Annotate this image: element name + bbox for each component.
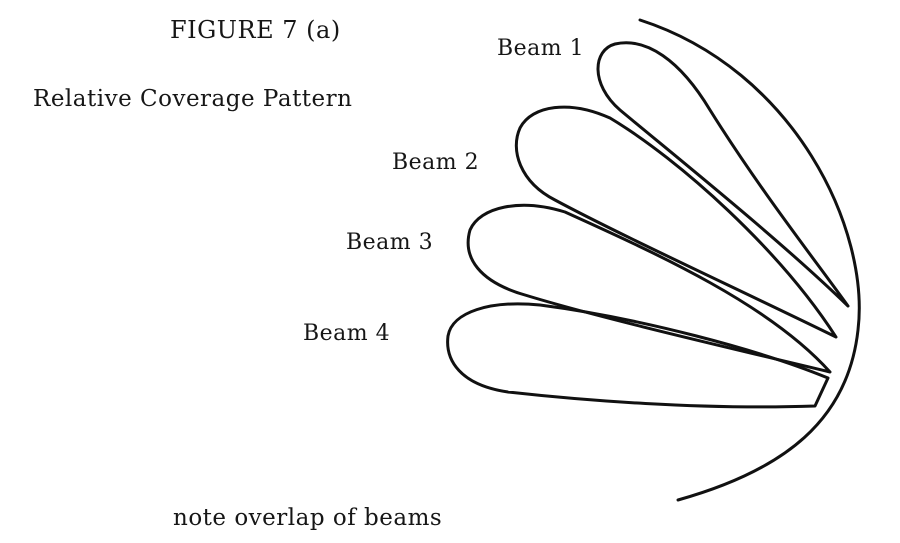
figure-title: FIGURE 7 (a) — [170, 16, 341, 44]
beam-2-label: Beam 2 — [392, 150, 480, 175]
beam-4-label: Beam 4 — [303, 321, 391, 346]
coverage-boundary-arc — [638, 18, 861, 502]
beam-4-lobe — [446, 302, 830, 409]
beam-1-lobe — [596, 41, 850, 308]
beam-1-label: Beam 1 — [497, 36, 585, 61]
beam-2-lobe — [514, 105, 838, 339]
beam-3-lobe — [466, 203, 832, 374]
beam-3-label: Beam 3 — [346, 230, 434, 255]
figure-note: note overlap of beams — [173, 505, 443, 531]
figure-subtitle: Relative Coverage Pattern — [33, 86, 353, 112]
